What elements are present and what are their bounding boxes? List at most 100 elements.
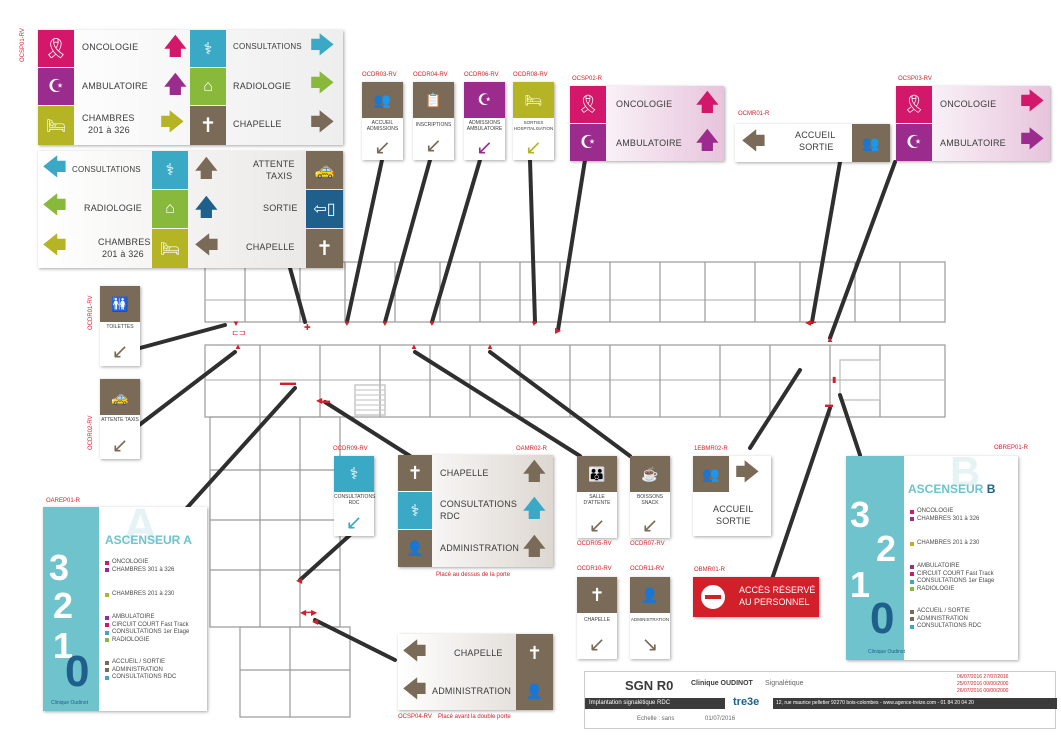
panel-label: ADMINISTRATION [440,543,520,553]
floor-number-3: 3 [850,494,871,535]
elevator-title-text: ASCENSEUR [105,533,181,547]
panel-label: CHAPELLE [233,119,282,129]
floor-item-label: CHAMBRES 301 à 326 [917,515,980,522]
revision-date: 25/07/2016 [957,681,983,687]
floor-item: RADIOLOGIE [105,637,189,645]
elevator-title-text: ASCENSEUR [908,482,984,496]
arrow-up-icon: 🡅 [194,155,219,182]
sign-code: OCDR01-RV [88,295,94,330]
floor-number-0: 0 [870,594,895,643]
floor-item-label: CHAMBRES 201 à 230 [112,591,175,597]
arrow-right-icon: 🡆 [160,109,185,136]
floor-number-1: 1 [850,564,871,605]
panel-label: SORTIE [716,516,751,526]
floor-item-label: ADMINISTRATION [112,666,163,673]
sign-code: OCDR11-RV [630,566,665,572]
panel-label: RADIOLOGIE [233,81,292,91]
panel-note: Placé au dessus de la porte [436,572,511,578]
admin-desk-icon: 👤 [630,577,670,613]
arrow-down-left-icon: ↙ [588,633,606,656]
scanner-icon: ⌂ [152,190,188,228]
cross-icon: ✝ [306,229,343,268]
door-sign-ocdr09: ⚕ CONSULTATIONS RDC ↙ [334,456,376,536]
arrow-left-icon: 🡄 [42,192,67,219]
panel-label: CHAPELLE [454,648,503,658]
floor-item-label: CHAMBRES 301 à 326 [112,566,175,573]
elevator-letter: A [183,533,192,547]
door-sign-label: CHAPELLE [583,617,611,623]
arrow-up-icon: 🡅 [522,533,547,560]
arrow-left-icon: 🡄 [194,232,219,259]
bed-icon: 🛏 [513,82,554,118]
panel-label: CONSULTATIONS [440,499,518,509]
revision-row: 25/07/2016 00/00/2000 [957,681,1008,688]
marker: ◀ [312,617,319,626]
reception-icon: 👥 [693,456,729,492]
door-sign-label: INSCRIPTIONS [415,122,452,128]
floor-item-label: CIRCUIT COURT Fast Track [112,621,189,628]
bed-icon: 🛏 [152,229,188,268]
client-name: Clinique OUDINOT [691,680,753,687]
floor-item: CONSULTATIONS RDC [910,623,981,631]
marker: ▮ [832,375,837,384]
panel-label: CONSULTATIONS [72,165,141,174]
sheet-id: SGN R0 [625,678,674,693]
no-entry-bar [705,595,721,599]
bed-icon: 🛏 [38,106,74,145]
elevator-panel-a: A ASCENSEUR A 3 2 1 0 ONCOLOGIE CHAMBRES… [43,507,207,711]
door-sign-label: TOILETTES [106,324,134,330]
floor-item-label: ADMINISTRATION [917,615,968,622]
elevator-title: ASCENSEUR A [105,533,192,547]
floor-number-2: 2 [53,585,74,626]
sign-code: OCDR09-RV [333,446,368,452]
arrow-up-icon: 🡅 [522,495,547,522]
day-care-icon: ☪ [38,68,74,105]
floor-list-0: ACCUEIL / SORTIE ADMINISTRATION CONSULTA… [105,659,176,682]
door-sign-ocdr06: ☪ ADMISSIONS AMBULATOIRE ↙ [464,82,505,160]
panel-label: 201 à 326 [102,249,144,259]
stethoscope-icon: ⚕ [152,151,188,189]
floor-list-1: AMBULATOIRE CIRCUIT COURT Fast Track CON… [105,614,189,644]
directional-panel-ocsp03: 🎗 ONCOLOGIE 🡆 ☪ AMBULATOIRE 🡆 [896,86,1050,161]
sign-code: OCDR03-RV [362,72,397,78]
floor-item: CHAMBRES 301 à 326 [105,567,174,575]
reception-icon: 👥 [362,82,403,118]
floor-item: CONSULTATIONS RDC [105,674,176,682]
toilets-icon: 🚻 [100,286,140,322]
revision-date: 27/07/2016 [983,674,1009,680]
arrow-down-left-icon: ↙ [641,514,659,537]
revision-date: 26/07/2016 [957,688,983,694]
floor-item-label: RADIOLOGIE [112,636,150,643]
marker: ▼ [381,319,389,328]
directional-panel-second: 🡄 CONSULTATIONS ⚕ 🡅 ATTENTE TAXIS 🚕 🡄 RA… [38,151,343,268]
door-sign-ocdr02: 🚕 ATTENTE TAXIS ↙ [100,379,140,459]
marker: ▲ [486,342,494,351]
panel-label: ATTENTE [253,159,295,169]
marker: ▲ [234,342,242,351]
floor-item-label: RADIOLOGIE [917,585,955,592]
day-care-icon: ☪ [464,82,505,118]
arrow-down-left-icon: ↙ [345,511,363,534]
drawing-date: 01/07/2016 [705,716,736,722]
reception-icon: 👥 [852,124,890,162]
panel-label: CHAPELLE [440,468,489,478]
sign-code: 1EBMR02-R [694,446,728,452]
waiting-room-icon: 👪 [577,456,617,492]
door-sign-ocdr05: 👪 SALLE D'ATTENTE ↙ [577,456,617,538]
cross-icon: ✝ [577,577,617,613]
sign-code: OCSP04-RV [398,714,432,720]
panel-label: 201 à 326 [88,125,130,135]
arrow-left-icon: 🡄 [402,676,427,703]
panel-label: AMBULATOIRE [616,138,682,148]
directional-panel-ocsp04: 🡄 CHAPELLE ✝ 🡄 ADMINISTRATION 👤 [398,634,553,710]
arrow-right-icon: 🡆 [1020,126,1045,153]
floor-list-3: ONCOLOGIE CHAMBRES 301 à 326 [910,508,979,523]
panel-label: SORTIE [799,142,834,152]
agency-logo: tre3e [733,696,760,708]
door-sign-ocdr08: 🛏 SORTIES HOSPITALISATION ↙ [513,82,554,160]
marker: ▼ [428,319,436,328]
marker: ▶ [555,326,562,335]
door-sign-label: CONSULTATIONS RDC [334,494,376,506]
day-care-icon: ☪ [570,124,606,161]
floor-item: ONCOLOGIE [910,508,979,516]
